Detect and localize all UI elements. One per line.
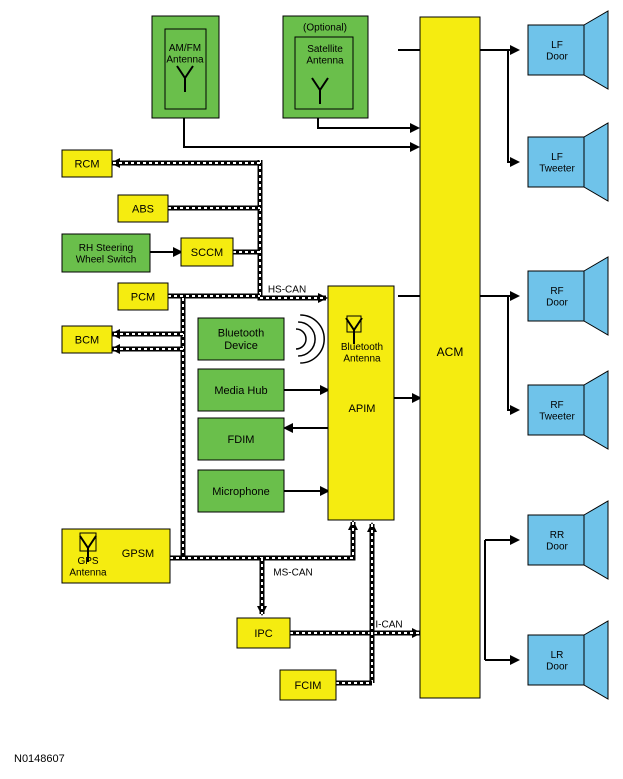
gps-antenna-icon (79, 535, 97, 562)
gpsm-label: GPSM (122, 548, 154, 560)
rcm-module: RCM (61, 149, 113, 178)
fdim-module-label: FDIM (228, 434, 255, 446)
acm-module: ACM (419, 16, 481, 699)
abs-module-label: ABS (132, 203, 154, 215)
fcim-module-label: FCIM (295, 680, 322, 692)
pcm-module-label: PCM (131, 291, 155, 303)
ms-can-bus (170, 520, 358, 561)
apim-label: APIM (349, 403, 376, 415)
sccm-module-label: SCCM (191, 247, 223, 259)
hs-can-bus (257, 160, 328, 303)
media-hub-label: Media Hub (214, 385, 267, 397)
fdim-module: FDIM (197, 417, 285, 461)
pcm-module: PCM (117, 282, 169, 311)
figure-id: N0148607 (14, 753, 65, 765)
media-hub: Media Hub (197, 368, 285, 412)
i-can-label: I-CAN (375, 620, 402, 631)
ipc-module-label: IPC (254, 628, 272, 640)
acm-module-label: ACM (437, 345, 464, 359)
ipc-module: IPC (236, 617, 291, 649)
rcm-module-label: RCM (74, 158, 99, 170)
rf-tweeter-feed (507, 296, 520, 415)
connectors: HS-CAN MS-CAN I-CAN (110, 45, 520, 686)
microphone: Microphone (197, 469, 285, 513)
bcm-module: BCM (61, 325, 113, 354)
bcm-module-label: BCM (75, 334, 99, 346)
abs-module: ABS (117, 194, 169, 223)
am-fm-antenna-icon (176, 65, 194, 92)
fcim-module: FCIM (279, 669, 337, 701)
ms-can-label: MS-CAN (273, 568, 312, 579)
optional-label: (Optional) (303, 23, 347, 34)
bluetooth-wave-icon (295, 314, 325, 364)
hs-can-label: HS-CAN (268, 285, 306, 296)
microphone-label: Microphone (212, 486, 269, 498)
satellite-antenna-icon (311, 77, 329, 104)
lf-tweeter-feed (507, 50, 520, 167)
sccm-module: SCCM (180, 237, 234, 267)
bluetooth-antenna-icon (345, 317, 363, 344)
